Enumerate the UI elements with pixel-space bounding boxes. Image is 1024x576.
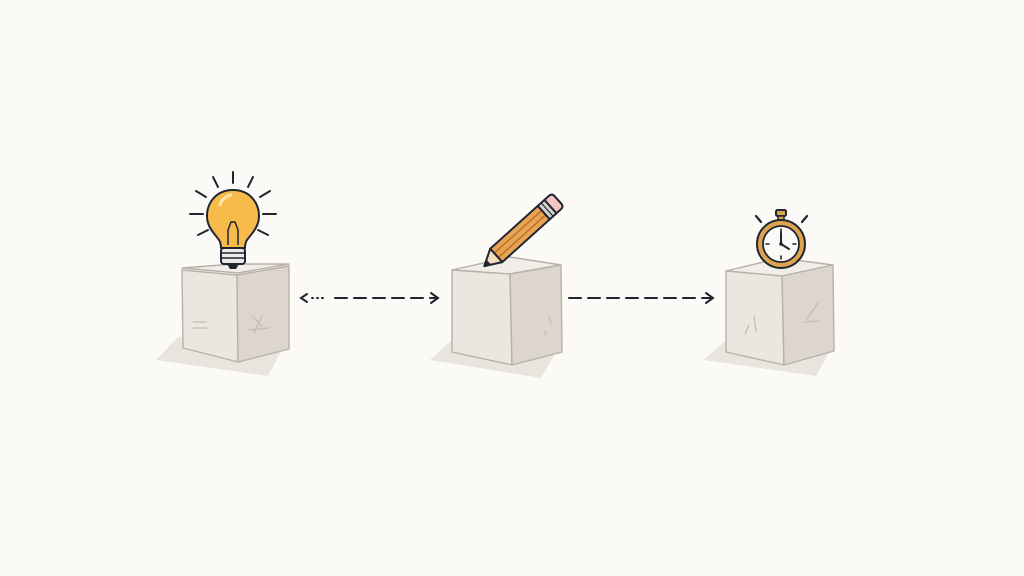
- bulb-base: [220, 247, 246, 269]
- block-front-face: [725, 270, 785, 366]
- block-marks: [544, 315, 552, 336]
- arrowhead: [705, 292, 715, 304]
- block-3: [704, 257, 836, 376]
- stopwatch-button-left: [754, 214, 763, 224]
- block-2: [430, 256, 563, 378]
- pencil-lead: [484, 259, 492, 267]
- block-side-face: [509, 264, 563, 366]
- pencil-icon: [483, 193, 564, 268]
- bulb-filament: [227, 221, 239, 245]
- pencil-eraser: [543, 193, 564, 215]
- pencil-stripe: [497, 214, 547, 259]
- arrow-tail-chevron: [299, 293, 308, 303]
- stopwatch-icon: [754, 209, 809, 269]
- block-front-face: [451, 269, 513, 366]
- connector-arrow-1: [299, 292, 440, 304]
- lightbulb-icon: [189, 171, 277, 269]
- arrowhead: [430, 292, 440, 304]
- light-rays: [189, 171, 277, 236]
- block-1: [156, 263, 290, 376]
- pencil-stripe: [493, 209, 543, 254]
- stopwatch-crown: [775, 209, 787, 217]
- block-side-face: [781, 264, 835, 366]
- pencil-tip: [483, 247, 504, 268]
- bulb-highlight: [218, 193, 233, 207]
- block-marks: [192, 315, 270, 334]
- stopwatch-button-right: [800, 214, 809, 224]
- block-side-face: [236, 265, 290, 363]
- connector-arrow-2: [568, 292, 715, 304]
- stopwatch-ticks: [765, 228, 797, 260]
- block-front-face: [181, 269, 239, 363]
- block-marks: [744, 302, 820, 335]
